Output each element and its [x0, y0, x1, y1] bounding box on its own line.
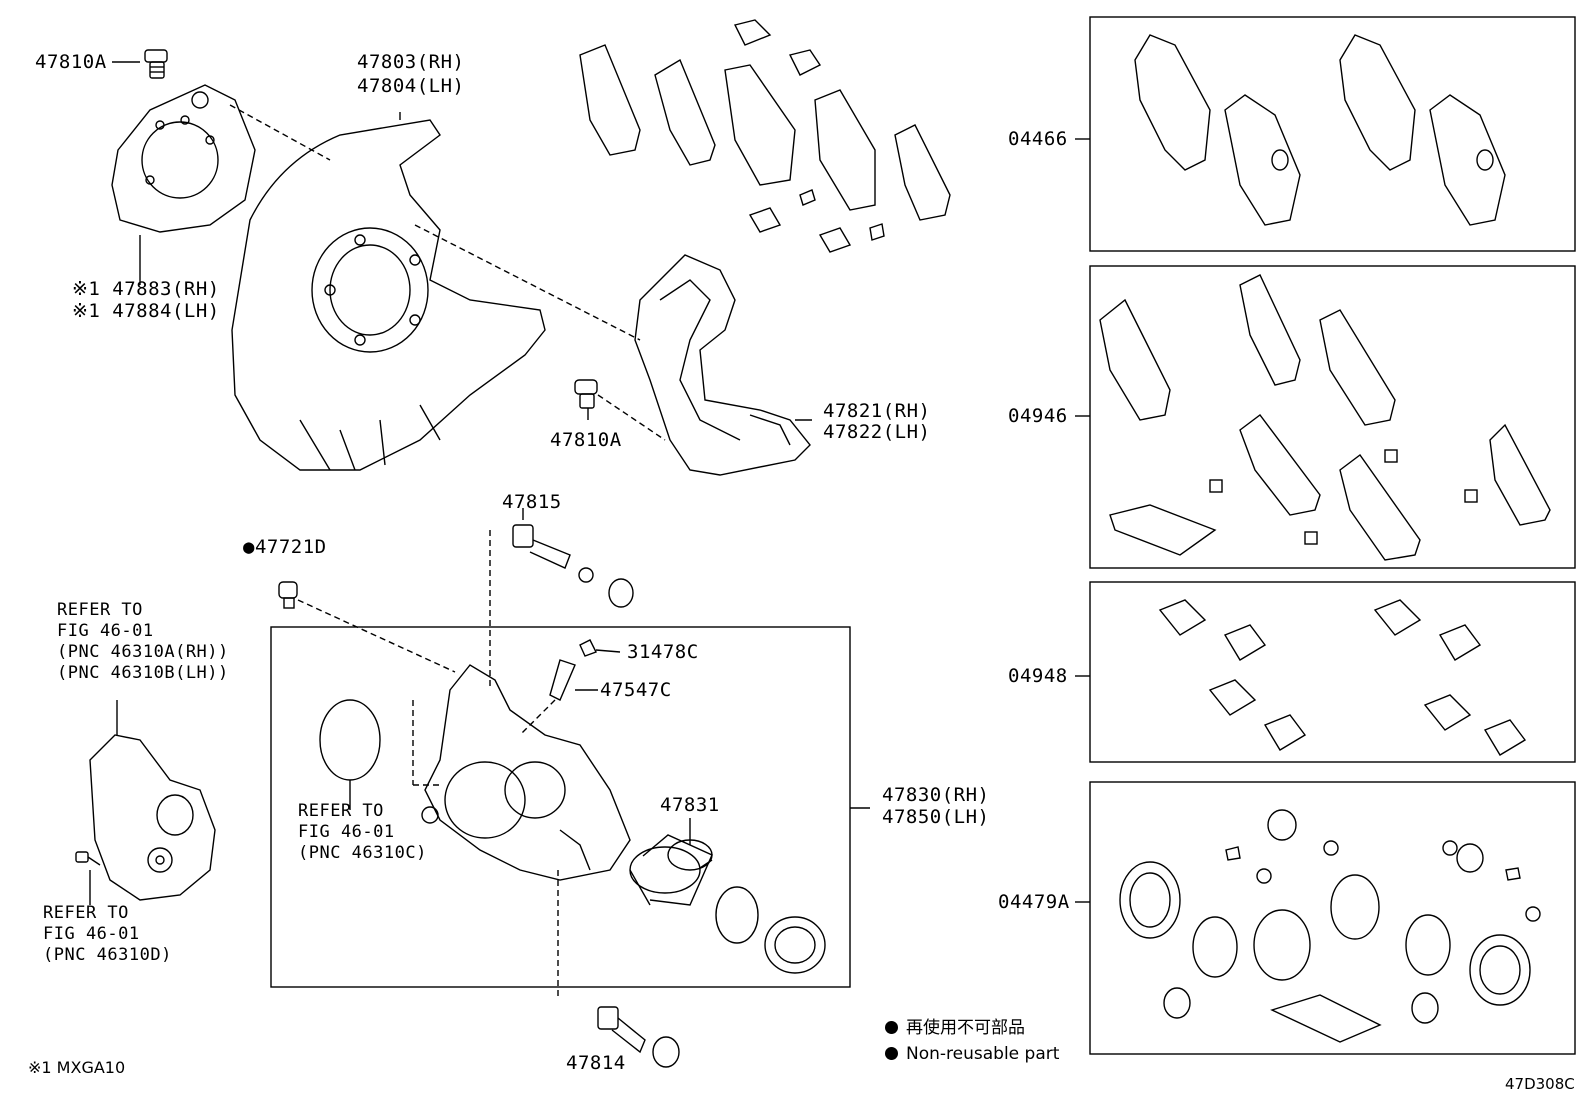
refer-line: (PNC 46310C): [298, 843, 427, 863]
seal-ring: [715, 886, 759, 944]
kit-04948-clips: [1158, 599, 1527, 756]
caliper-assembly-box: [270, 626, 851, 988]
plate-47883: [111, 84, 256, 233]
bolt-47721D: [278, 581, 298, 609]
label-47810A-mid: 47810A: [550, 429, 622, 451]
refer-line: (PNC 46310B(LH)): [57, 663, 229, 683]
refer-note-center: REFER TO FIG 46-01 (PNC 46310C): [298, 801, 427, 864]
refer-note-left-bottom: REFER TO FIG 46-01 (PNC 46310D): [43, 903, 172, 966]
label-47547C: 47547C: [600, 679, 672, 701]
dust-shield-47803: [231, 119, 546, 471]
refer-line: (PNC 46310D): [43, 945, 172, 965]
refer-line: FIG 46-01: [43, 924, 140, 944]
label-47831: 47831: [660, 794, 720, 816]
legend-jp-text: 再使用不可部品: [906, 1018, 1025, 1038]
diagram-code: 47D308C: [1505, 1075, 1575, 1093]
legend-en-text: Non-reusable part: [906, 1044, 1060, 1064]
kit-box-04466: [1089, 16, 1576, 252]
label-31478C: 31478C: [627, 641, 699, 663]
label-47883: ※1 47883(RH): [72, 278, 220, 300]
label-47814: 47814: [566, 1052, 626, 1074]
caliper-body-47830: [421, 664, 631, 881]
footnote: ※1 MXGA10: [28, 1058, 126, 1077]
guide-pin-47814: [597, 1006, 680, 1068]
label-47804: 47804(LH): [357, 75, 465, 97]
shims-upper-middle: [579, 44, 951, 221]
kit-04479A-seals: [1119, 809, 1541, 1043]
seal-ring-center: [319, 699, 381, 781]
label-47815: 47815: [502, 491, 562, 513]
label-04946: 04946: [1008, 405, 1068, 427]
bullet-icon: [885, 1021, 898, 1034]
legend-jp: 再使用不可部品: [885, 1017, 1025, 1039]
label-47830: 47830(RH): [882, 784, 990, 806]
label-04466: 04466: [1008, 128, 1068, 150]
refer-line: FIG 46-01: [57, 621, 154, 641]
bolt-small-left: [75, 851, 101, 866]
clips-upper-middle: [733, 19, 885, 253]
refer-note-left-top: REFER TO FIG 46-01 (PNC 46310A(RH)) (PNC…: [57, 600, 229, 684]
label-04479A: 04479A: [998, 891, 1070, 913]
refer-line: REFER TO: [298, 801, 384, 821]
bolt-47810A-mid: [574, 379, 598, 409]
kit-box-04948: [1089, 581, 1576, 763]
label-04948: 04948: [1008, 665, 1068, 687]
label-47850: 47850(LH): [882, 806, 990, 828]
mounting-47821: [634, 254, 811, 476]
kit-box-04946: [1089, 265, 1576, 569]
caliper-refer-left: [89, 734, 216, 901]
legend-en: Non-reusable part: [885, 1043, 1059, 1065]
label-47822: 47822(LH): [823, 421, 931, 443]
label-47884: ※1 47884(LH): [72, 300, 220, 322]
label-47821: 47821(RH): [823, 400, 931, 422]
label-47803: 47803(RH): [357, 51, 465, 73]
kit-04946-shims: [1099, 274, 1551, 561]
piston-47831: [629, 834, 713, 906]
refer-line: REFER TO: [43, 903, 129, 923]
refer-line: (PNC 46310A(RH)): [57, 642, 229, 662]
refer-line: REFER TO: [57, 600, 143, 620]
guide-pin-47815: [512, 524, 634, 608]
bolt-47810A-top: [144, 49, 168, 79]
label-47721D: ●47721D: [243, 536, 327, 558]
label-47810A-top: 47810A: [35, 51, 107, 73]
kit-box-04479A: [1089, 781, 1576, 1055]
refer-line: FIG 46-01: [298, 822, 395, 842]
dust-boot: [764, 916, 826, 974]
bullet-icon: [885, 1047, 898, 1060]
kit-04466-pads: [1134, 34, 1506, 226]
